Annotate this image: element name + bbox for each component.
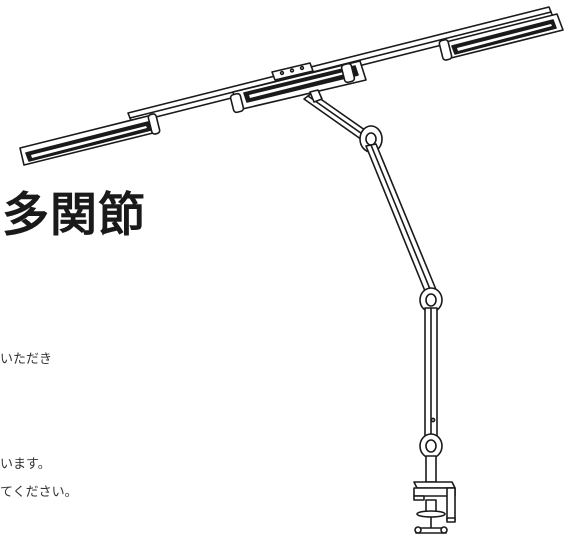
lamp-lower-arm xyxy=(365,143,438,297)
headline-title: 多関節 xyxy=(2,188,146,243)
lamp-right-light-head xyxy=(438,13,564,61)
lamp-desk-clamp xyxy=(413,481,456,534)
lamp-pole xyxy=(424,307,438,441)
body-text-line: てください。 xyxy=(0,485,78,500)
body-text-line: います。 xyxy=(0,457,51,472)
lamp-center-hub xyxy=(229,60,367,114)
lamp-middle-joint xyxy=(419,287,443,313)
lamp-left-light-head xyxy=(19,113,161,166)
body-text-line: いただき xyxy=(0,352,53,367)
lamp-lower-joint xyxy=(419,433,443,483)
